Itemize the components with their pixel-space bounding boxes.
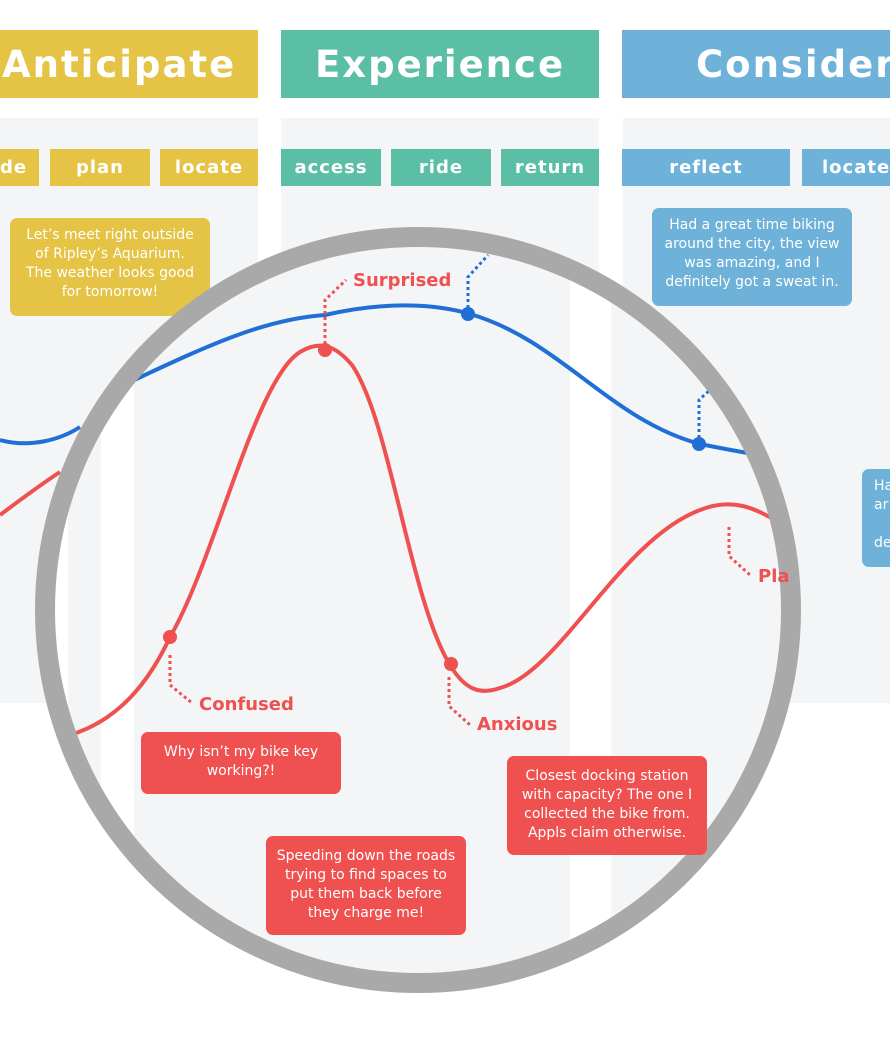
connector-confused [168,655,193,705]
emotion-confused: Confused [199,694,294,715]
step-return: return [501,149,599,186]
connector-surprised [323,278,348,350]
note-bike-key: Why isn’t my bike key working?! [141,732,341,794]
emotion-curve-blue-outside [0,425,82,446]
point-blue-low [692,437,706,451]
emotion-surprised: Surprised [353,270,452,291]
step-ride: ride [391,149,491,186]
emotion-curve-red-outside [0,470,62,517]
point-confused [163,630,177,644]
emotion-curve-red [69,343,791,737]
step-reflect: reflect [622,149,790,186]
phase-anticipate: Anticipate [0,30,258,98]
step-access: access [281,149,381,186]
point-blue-peak [461,307,475,321]
connector-blue-peak [466,253,490,314]
step-locate-consider: locate [802,149,890,186]
magnifier-lens-ring [35,227,801,993]
point-surprised [318,343,332,357]
note-meet-aquarium: Let’s meet right outside of Ripley’s Aqu… [10,218,210,316]
note-great-time: Had a great time biking around the city,… [652,208,852,306]
note-speeding: Speeding down the roads trying to find s… [266,836,466,935]
note-partial-line-3: de [874,535,890,551]
lens-lane-1 [68,237,101,983]
note-partial-line-1: Ha [874,478,890,494]
step-plan: plan [50,149,150,186]
note-docking: Closest docking station with capacity? T… [507,756,707,855]
step-locate: locate [160,149,258,186]
emotion-partial-pla: Pla [758,566,790,587]
step-decide: de [0,149,39,186]
connector-blue-low [697,386,714,444]
emotion-anxious: Anxious [477,714,558,735]
point-anxious [444,657,458,671]
phase-consider: Consider [622,30,890,98]
note-partial-line-2: ar [874,497,889,513]
note-partial-right: Ha ar de [862,469,890,567]
phase-experience: Experience [281,30,599,98]
